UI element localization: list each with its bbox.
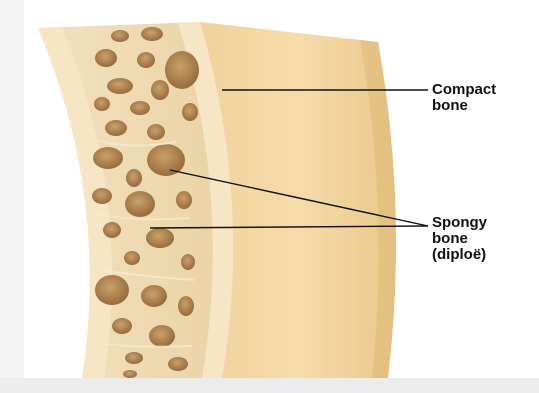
cavity <box>92 188 112 204</box>
cavity <box>181 254 195 270</box>
cavity <box>95 275 129 305</box>
cavity <box>149 325 175 347</box>
cavity <box>125 352 143 364</box>
cavity <box>123 370 137 378</box>
cavity <box>95 49 117 67</box>
compact-bone-label: Compact bone <box>432 82 496 114</box>
cavity <box>147 144 185 176</box>
cavity <box>146 228 174 248</box>
cavity <box>137 52 155 68</box>
cavity <box>165 51 199 89</box>
cavity <box>124 251 140 265</box>
compact-bone-label-line: Compact <box>432 82 496 98</box>
cavity <box>125 191 155 217</box>
spongy-bone-label-line: bone <box>432 231 487 247</box>
cavity <box>151 80 169 100</box>
cavity <box>126 169 142 187</box>
cavity <box>111 30 129 42</box>
cavity <box>141 27 163 41</box>
cavity <box>178 296 194 316</box>
cavity <box>105 120 127 136</box>
spongy-bone-label-line: Spongy <box>432 215 487 231</box>
spongy-bone-label-line: (diploë) <box>432 247 487 263</box>
cavity <box>94 97 110 111</box>
cavity <box>141 285 167 307</box>
cavity <box>112 318 132 334</box>
cavity <box>93 147 123 169</box>
cavity <box>182 103 198 121</box>
cavity <box>103 222 121 238</box>
cavity <box>147 124 165 140</box>
cavity <box>168 357 188 371</box>
spongy-bone-label: Spongy bone (diploë) <box>432 215 487 263</box>
compact-bone-label-line: bone <box>432 98 496 114</box>
cavity <box>130 101 150 115</box>
cavity <box>107 78 133 94</box>
cavity <box>176 191 192 209</box>
